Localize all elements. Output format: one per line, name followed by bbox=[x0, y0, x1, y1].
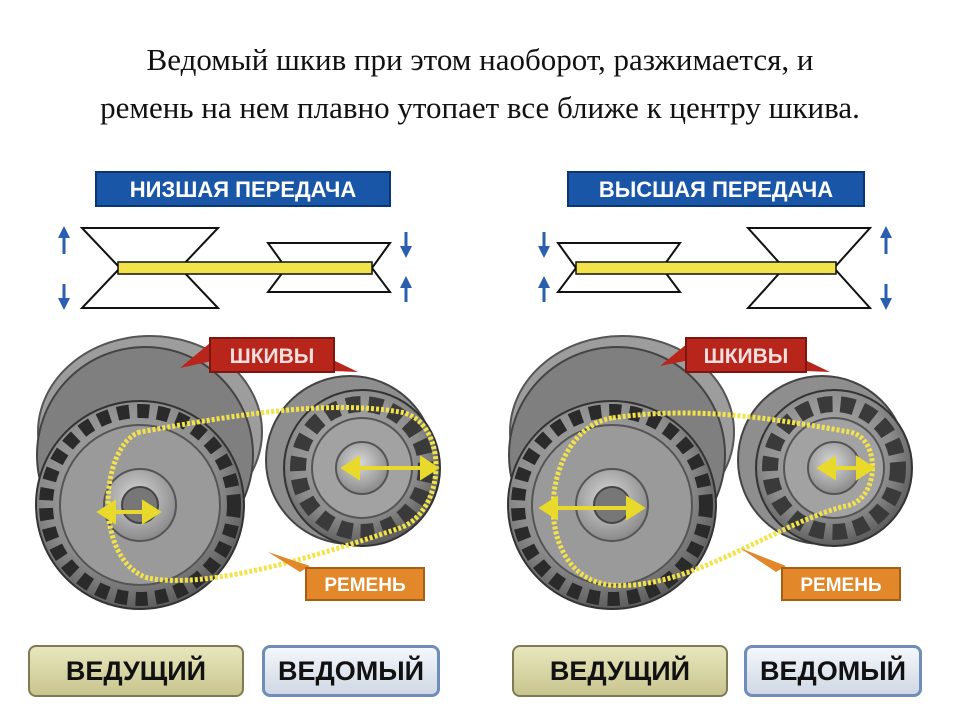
heading-high-gear: ВЫСШАЯ ПЕРЕДАЧА bbox=[567, 171, 865, 207]
arrow-up-icon bbox=[58, 226, 70, 254]
arrow-up-icon bbox=[538, 276, 550, 302]
arrow-up-icon bbox=[880, 226, 892, 254]
schematic-high-gear bbox=[556, 227, 873, 309]
callout-belt-high-text: РЕМЕНЬ bbox=[800, 575, 881, 596]
drive-pulley-low bbox=[35, 335, 263, 610]
heading-high-gear-text: ВЫСШАЯ ПЕРЕДАЧА bbox=[599, 177, 833, 202]
driven-pulley-high bbox=[737, 375, 913, 547]
panel-low-gear: НИЗШАЯ ПЕРЕДАЧА bbox=[35, 171, 441, 610]
callout-belt-high: РЕМЕНЬ bbox=[740, 548, 901, 601]
belt-schematic bbox=[117, 261, 373, 275]
drive-pulley-high bbox=[507, 335, 735, 610]
slide-title: Ведомый шкив при этом наоборот, разжимае… bbox=[0, 36, 960, 132]
title-line-1: Ведомый шкив при этом наоборот, разжимае… bbox=[146, 42, 814, 77]
schematic-arrows-high bbox=[538, 226, 892, 310]
drive-label-low: ВЕДУЩИЙ bbox=[28, 645, 244, 697]
title-line-2: ремень на нем плавно утопает все ближе к… bbox=[100, 90, 860, 125]
callout-pulleys-high: ШКИВЫ bbox=[660, 337, 830, 373]
schematic-arrows-low bbox=[58, 226, 412, 310]
belt-path-high bbox=[550, 410, 875, 588]
callout-pulleys-high-text: ШКИВЫ bbox=[704, 345, 789, 368]
belt-path-low bbox=[105, 404, 439, 583]
arrow-up-icon bbox=[400, 276, 412, 302]
callout-pulleys-low-text: ШКИВЫ bbox=[230, 345, 315, 368]
callout-pulleys-low: ШКИВЫ bbox=[180, 337, 358, 373]
drive-label-high: ВЕДУЩИЙ bbox=[512, 645, 728, 697]
heading-low-gear-text: НИЗШАЯ ПЕРЕДАЧА bbox=[130, 177, 357, 202]
radius-arrow-icon bbox=[816, 455, 876, 481]
driven-label-low: ВЕДОМЫЙ bbox=[262, 645, 440, 697]
driven-label-high: ВЕДОМЫЙ bbox=[744, 645, 922, 697]
arrow-down-icon bbox=[538, 232, 550, 258]
radius-arrow-icon bbox=[538, 495, 646, 521]
callout-belt-low-text: РЕМЕНЬ bbox=[324, 575, 405, 596]
callout-belt-low: РЕМЕНЬ bbox=[268, 552, 425, 601]
arrow-down-icon bbox=[880, 284, 892, 310]
schematic-low-gear bbox=[79, 227, 392, 309]
radius-arrow-icon bbox=[340, 455, 440, 481]
heading-low-gear: НИЗШАЯ ПЕРЕДАЧА bbox=[95, 171, 391, 207]
radius-arrow-icon bbox=[96, 499, 162, 525]
belt-schematic bbox=[575, 261, 837, 275]
panel-high-gear: ВЫСШАЯ ПЕРЕДАЧА bbox=[507, 171, 913, 610]
arrow-down-icon bbox=[58, 284, 70, 310]
arrow-down-icon bbox=[400, 232, 412, 258]
